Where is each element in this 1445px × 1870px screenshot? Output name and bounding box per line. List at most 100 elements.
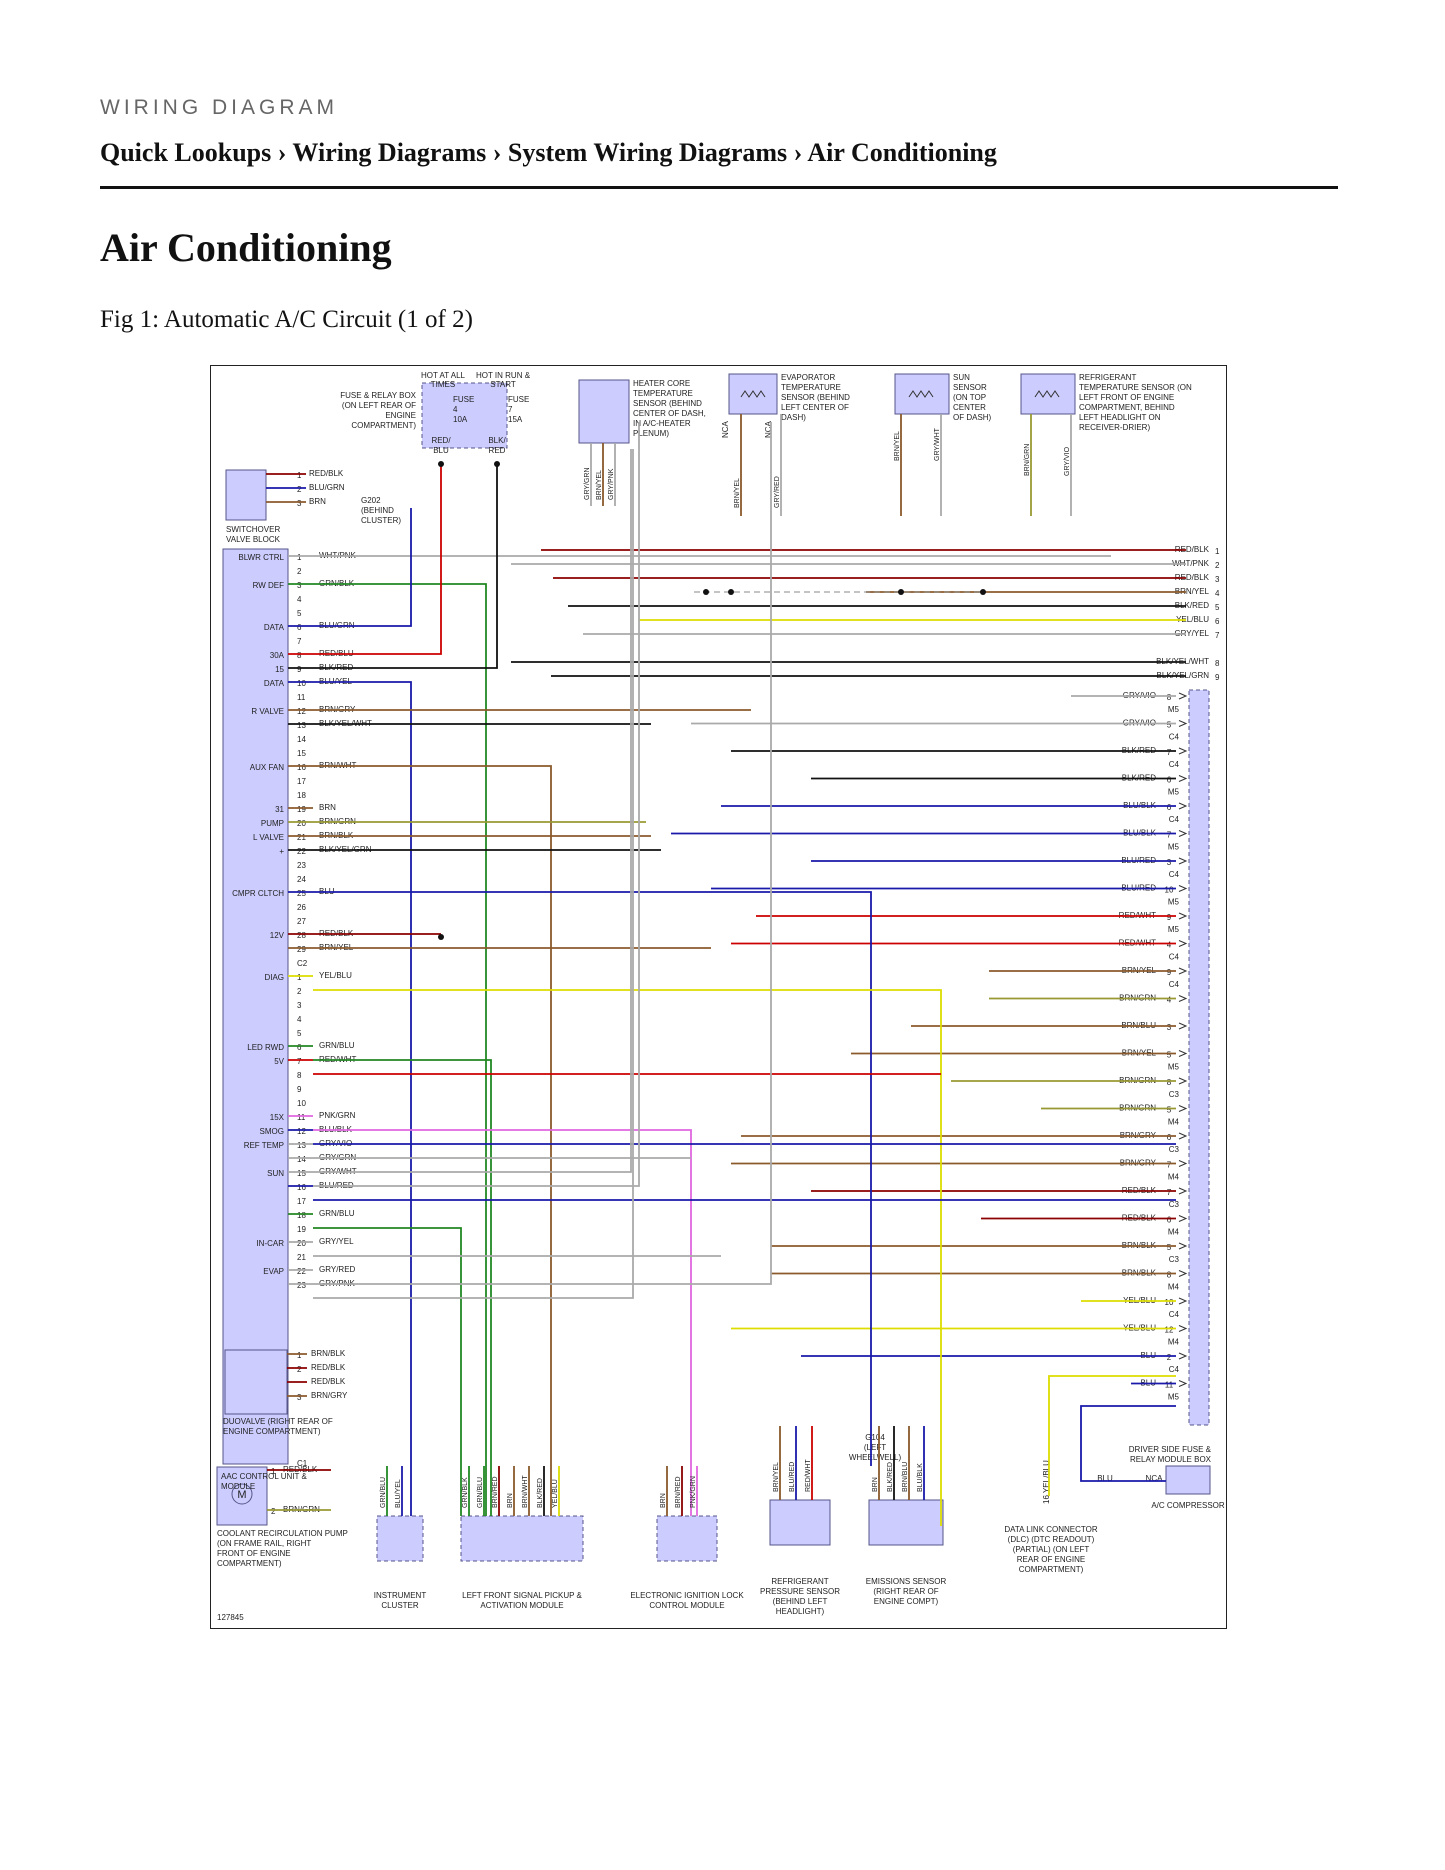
evap-sensor-label: DASH) <box>781 413 806 422</box>
header-divider <box>100 186 1338 189</box>
compressor-nca-label: NCA <box>1146 1474 1164 1483</box>
hot-run-start-label: HOT IN RUN & <box>476 371 531 380</box>
module-pin-number: 23 <box>297 1281 306 1290</box>
box-wire-pin: 6 <box>1167 776 1172 785</box>
evap-sensor-label: LEFT CENTER OF <box>781 403 849 412</box>
refrig-sensor-label: REFRIGERANT <box>1079 373 1136 382</box>
heater-core-sensor <box>578 379 630 444</box>
module-pin-function: LED RWD <box>247 1043 284 1052</box>
module-pin-color: PNK/GRN <box>319 1111 356 1120</box>
switchover-pin-color: BLU/GRN <box>309 483 345 492</box>
box-pin-arrow <box>1178 857 1188 865</box>
right-wire-color: RED/BLK <box>1175 545 1210 554</box>
breadcrumb[interactable]: Quick Lookups › Wiring Diagrams › System… <box>100 138 997 167</box>
emissions-lead-label: BLU/BLK <box>917 1463 924 1492</box>
box-connector-label: C4 <box>1169 980 1180 989</box>
heater-core-label: IN A/C-HEATER <box>633 419 691 428</box>
right-wire-pin: 5 <box>1215 603 1220 612</box>
refrig-sensor-label: RECEIVER-DRIER) <box>1079 423 1150 432</box>
pump-pin-number: 2 <box>271 1507 276 1516</box>
hot-run-start-label: START <box>490 380 516 389</box>
module-pin-number: 17 <box>297 1197 306 1206</box>
splice-dot <box>980 589 986 595</box>
box-connector-label: C4 <box>1169 760 1180 769</box>
pressure-lead-label: RED/WHT <box>805 1459 812 1492</box>
pump-label: COMPARTMENT) <box>217 1559 282 1568</box>
pickup-lead-label: BRN/WHT <box>522 1475 529 1508</box>
box-connector-label: M5 <box>1168 705 1180 714</box>
switchover-label: SWITCHOVER <box>226 525 280 534</box>
figure-caption: Fig 1: Automatic A/C Circuit (1 of 2) <box>100 306 473 333</box>
ac-compressor <box>1165 1465 1211 1495</box>
box-pin-arrow <box>1178 1352 1188 1360</box>
box-pin-arrow <box>1178 1105 1188 1112</box>
document-kicker: WIRING DIAGRAM <box>100 96 338 119</box>
module-pin-number: 1 <box>297 553 302 562</box>
switchover-pin-color: BRN <box>309 497 326 506</box>
module-pin-function: R VALVE <box>251 707 284 716</box>
box-wire-pin: 6 <box>1167 1216 1172 1225</box>
module-pin-number: 4 <box>297 595 302 604</box>
fuse-box-label: COMPARTMENT) <box>351 421 416 430</box>
right-wire-pin: 2 <box>1215 561 1220 570</box>
module-pin-function: REF TEMP <box>244 1141 284 1150</box>
box-wire-pin: 12 <box>1165 1326 1174 1335</box>
right-wire-color: YEL/BLU <box>1176 615 1209 624</box>
pickup-lead-label: BLK/RED <box>537 1478 544 1508</box>
module-pin-color: YEL/BLU <box>319 971 352 980</box>
pickup-label: ACTIVATION MODULE <box>480 1601 563 1610</box>
module-pin-number: 8 <box>297 651 302 660</box>
box-connector-label: M5 <box>1168 788 1180 797</box>
box-wire-pin: 8 <box>1167 693 1172 702</box>
module-pin-function: RW DEF <box>253 581 285 590</box>
refrig-sensor-label: LEFT FRONT OF ENGINE <box>1079 393 1174 402</box>
module-pin-function: 5V <box>274 1057 284 1066</box>
box-pin-arrow <box>1178 1270 1188 1277</box>
g202-label: (BEHIND <box>361 506 394 515</box>
pump-label: (ON FRAME RAIL, RIGHT <box>217 1539 311 1548</box>
fuse4-label: 4 <box>453 405 458 414</box>
box-pin-arrow <box>1178 885 1188 892</box>
module-pin-number: 9 <box>297 1085 302 1094</box>
box-wire-pin: 8 <box>1167 1271 1172 1280</box>
fuse4-label: FUSE <box>453 395 474 404</box>
red-blu-label: RED/ <box>431 436 451 445</box>
duovalve <box>224 1349 288 1415</box>
heater-core-label: TEMPERATURE <box>633 389 693 398</box>
ignition-lead-label: BRN/RED <box>675 1476 682 1508</box>
duovalve-pin-number: 1 <box>297 1351 302 1360</box>
pressure-label: (BEHIND LEFT <box>773 1597 828 1606</box>
cluster-lead-label: BLU/YEL <box>395 1479 402 1508</box>
module-pin-number: 21 <box>297 1253 306 1262</box>
box-connector-label: M5 <box>1168 898 1180 907</box>
module-pin-number: 11 <box>297 1113 306 1122</box>
module-pin-function: 31 <box>275 805 284 814</box>
module-pin-number: 11 <box>297 693 306 702</box>
box-connector-label: C4 <box>1169 953 1180 962</box>
ignition-lock-module <box>656 1515 718 1562</box>
emissions-label: (RIGHT REAR OF <box>873 1587 938 1596</box>
right-wire-pin: 3 <box>1215 575 1220 584</box>
module-pin-number: 9 <box>297 665 302 674</box>
box-pin-arrow <box>1178 720 1188 727</box>
module-wire <box>313 464 442 655</box>
module-pin-number: 12 <box>297 707 306 716</box>
module-pin-number: 18 <box>297 791 306 800</box>
fuse-relay-box <box>421 382 508 449</box>
fuse-box-label: (ON LEFT REAR OF <box>342 401 416 410</box>
driver-box-label: RELAY MODULE BOX <box>1130 1455 1212 1464</box>
right-wire-pin: 8 <box>1215 659 1220 668</box>
box-wire-pin: 3 <box>1167 858 1172 867</box>
module-pin-number: 16 <box>297 1183 306 1192</box>
module-pin-number: 4 <box>297 1015 302 1024</box>
box-connector-label: C3 <box>1169 1255 1180 1264</box>
duovalve-label: ENGINE COMPARTMENT) <box>223 1427 321 1436</box>
pressure-lead-label: BRN/YEL <box>773 1462 780 1492</box>
ignition-lead-label: PNK/GRN <box>690 1476 697 1508</box>
box-pin-arrow <box>1178 775 1188 782</box>
box-pin-arrow <box>1178 1132 1188 1140</box>
box-pin-arrow <box>1178 1297 1188 1305</box>
module-pin-color: GRY/YEL <box>319 1237 354 1246</box>
module-pin-function: 30A <box>270 651 285 660</box>
